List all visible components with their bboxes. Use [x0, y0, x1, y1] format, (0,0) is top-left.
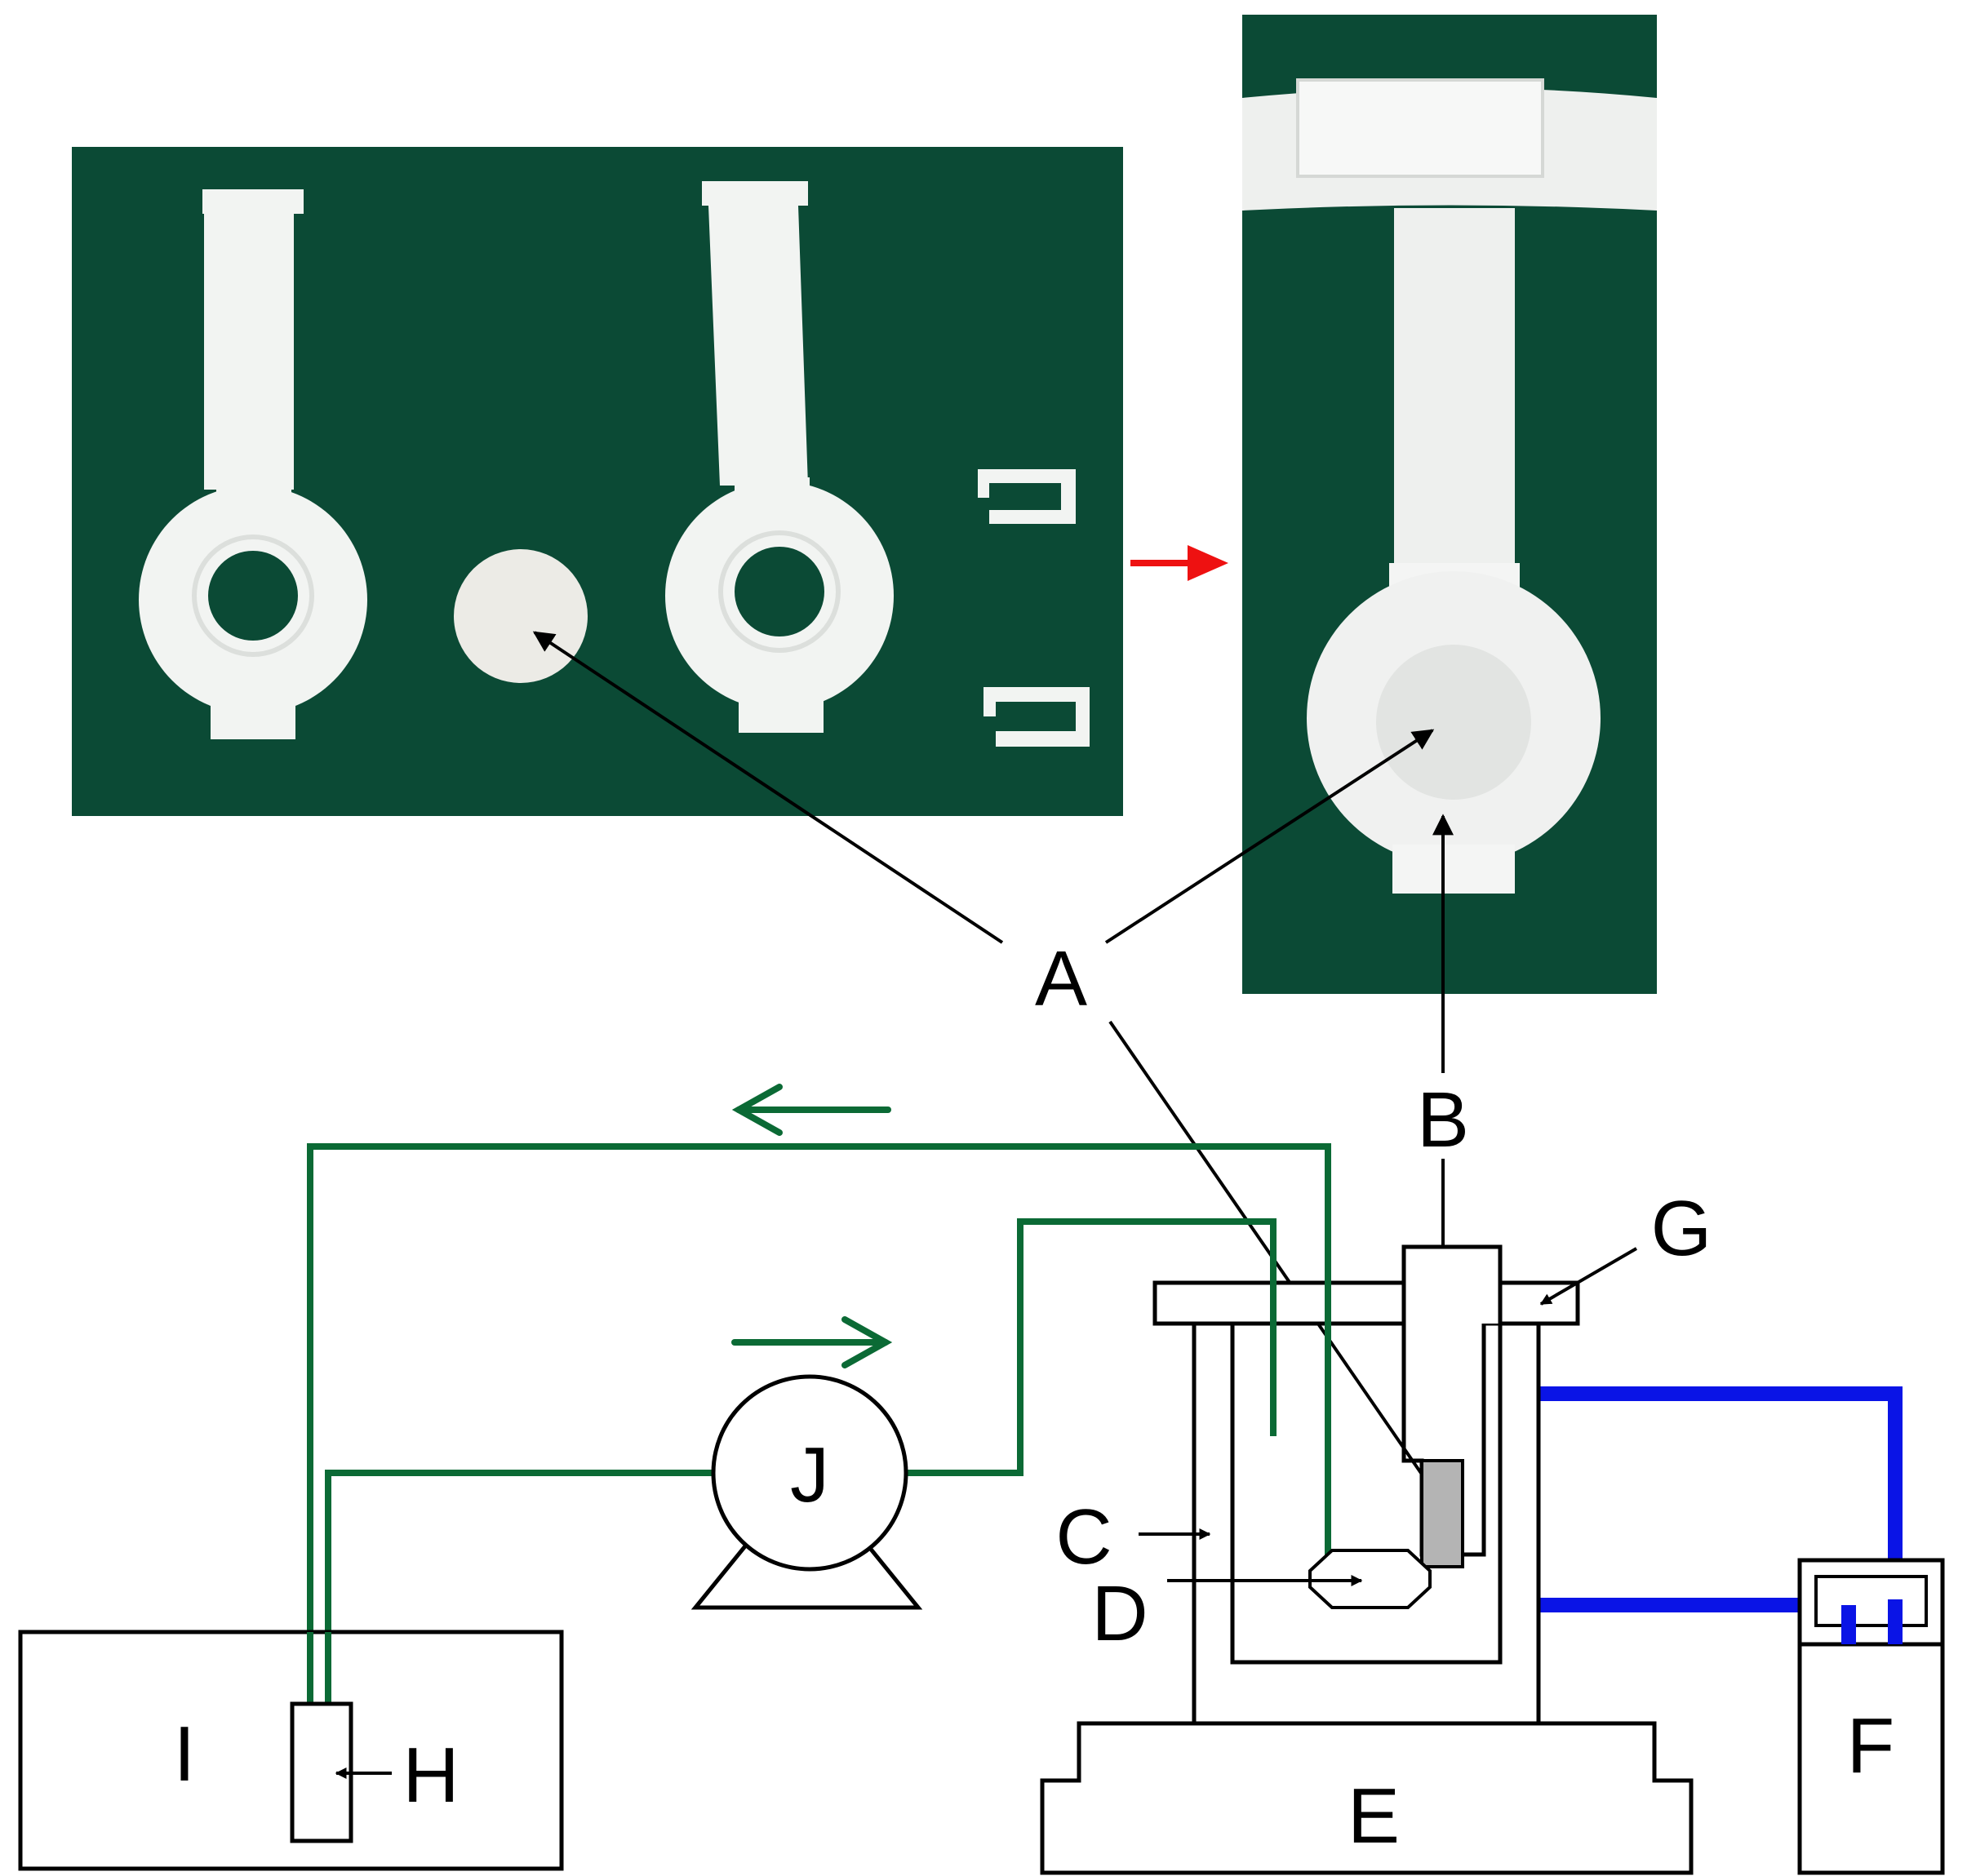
holder-plate-right	[665, 181, 894, 733]
clip-top	[978, 469, 1076, 524]
lid-left	[1152, 1280, 1406, 1326]
label-F: F	[1847, 1702, 1895, 1790]
leader-G	[1539, 1247, 1638, 1306]
stirrer-base	[1040, 1721, 1694, 1875]
red-transfer-arrow	[1130, 545, 1228, 581]
assembled-strap	[1394, 208, 1515, 567]
label-D: D	[1091, 1570, 1148, 1657]
sample-port	[1401, 1244, 1503, 1324]
label-J: J	[790, 1431, 829, 1519]
clip-bottom	[984, 687, 1090, 747]
assembled-top-clip	[1296, 78, 1544, 178]
label-B: B	[1417, 1076, 1469, 1164]
label-G: G	[1651, 1185, 1712, 1272]
flow-direction-arrow	[731, 1084, 893, 1368]
label-E: E	[1348, 1772, 1400, 1860]
parts-photo	[72, 147, 1123, 816]
label-I: I	[174, 1710, 196, 1798]
label-A: A	[1035, 935, 1087, 1022]
label-C: C	[1055, 1493, 1112, 1581]
holder-plate-left	[139, 189, 367, 739]
assembled-window	[1376, 645, 1531, 800]
sample-holder	[1420, 1459, 1464, 1568]
assembled-lower-clip	[1392, 845, 1515, 894]
stir-bar	[1308, 1549, 1432, 1609]
chiller-reservoir	[1814, 1575, 1928, 1627]
assembled-photo	[1242, 15, 1657, 994]
pump-icon	[690, 1374, 923, 1610]
label-H: H	[402, 1732, 459, 1819]
membrane-disc	[454, 549, 588, 683]
